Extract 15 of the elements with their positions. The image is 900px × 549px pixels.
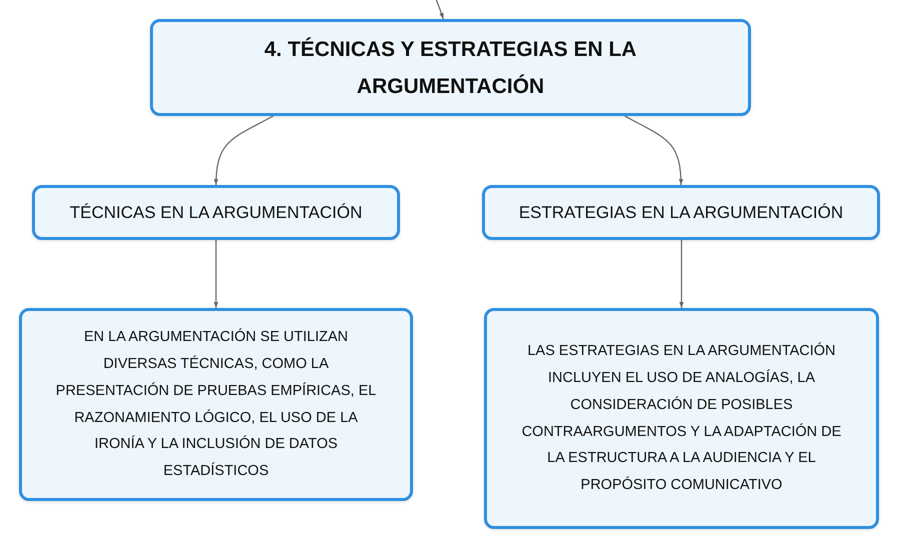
connector-arrow — [679, 240, 684, 308]
connector-arrow — [436, 0, 444, 20]
description-text: LAS ESTRATEGIAS EN LA ARGUMENTACIÓN INCLUYEN EL USO DE ANALOGÍAS, LA CONSIDERACIÓN DE POSIBLES CONTRAARGUMENTOS Y LA ADAPTACIÓN DE LA ESTRUCTURA A LA AUDIENCIA Y EL PROPÓSITO COMUNICATIVO — [520, 341, 842, 496]
subtopic-box — [32, 185, 400, 240]
subtopic-label: ESTRATEGIAS EN LA ARGUMENTACIÓN — [518, 202, 844, 222]
description-box — [484, 308, 879, 529]
connector-arrow — [624, 115, 683, 186]
connector-arrow — [214, 240, 218, 308]
topic-box — [150, 19, 751, 116]
connector-arrow — [214, 115, 274, 186]
topic-title: 4. TÉCNICAS Y ESTRATEGIAS EN LA ARGUMENTACIÓN — [263, 36, 638, 100]
description-text: EN LA ARGUMENTACIÓN SE UTILIZAN DIVERSAS TÉCNICAS, COMO LA PRESENTACIÓN DE PRUEBAS EMPÍRICAS, EL RAZONAMIENTO LÓGICO, EL USO DE LA IRONÍA Y LA INCLUSIÓN DE DATOS ESTADÍSTICOS — [54, 327, 378, 482]
subtopic-label: TÉCNICAS EN LA ARGUMENTACIÓN — [70, 202, 362, 222]
description-box — [19, 308, 413, 501]
subtopic-box — [482, 185, 880, 240]
